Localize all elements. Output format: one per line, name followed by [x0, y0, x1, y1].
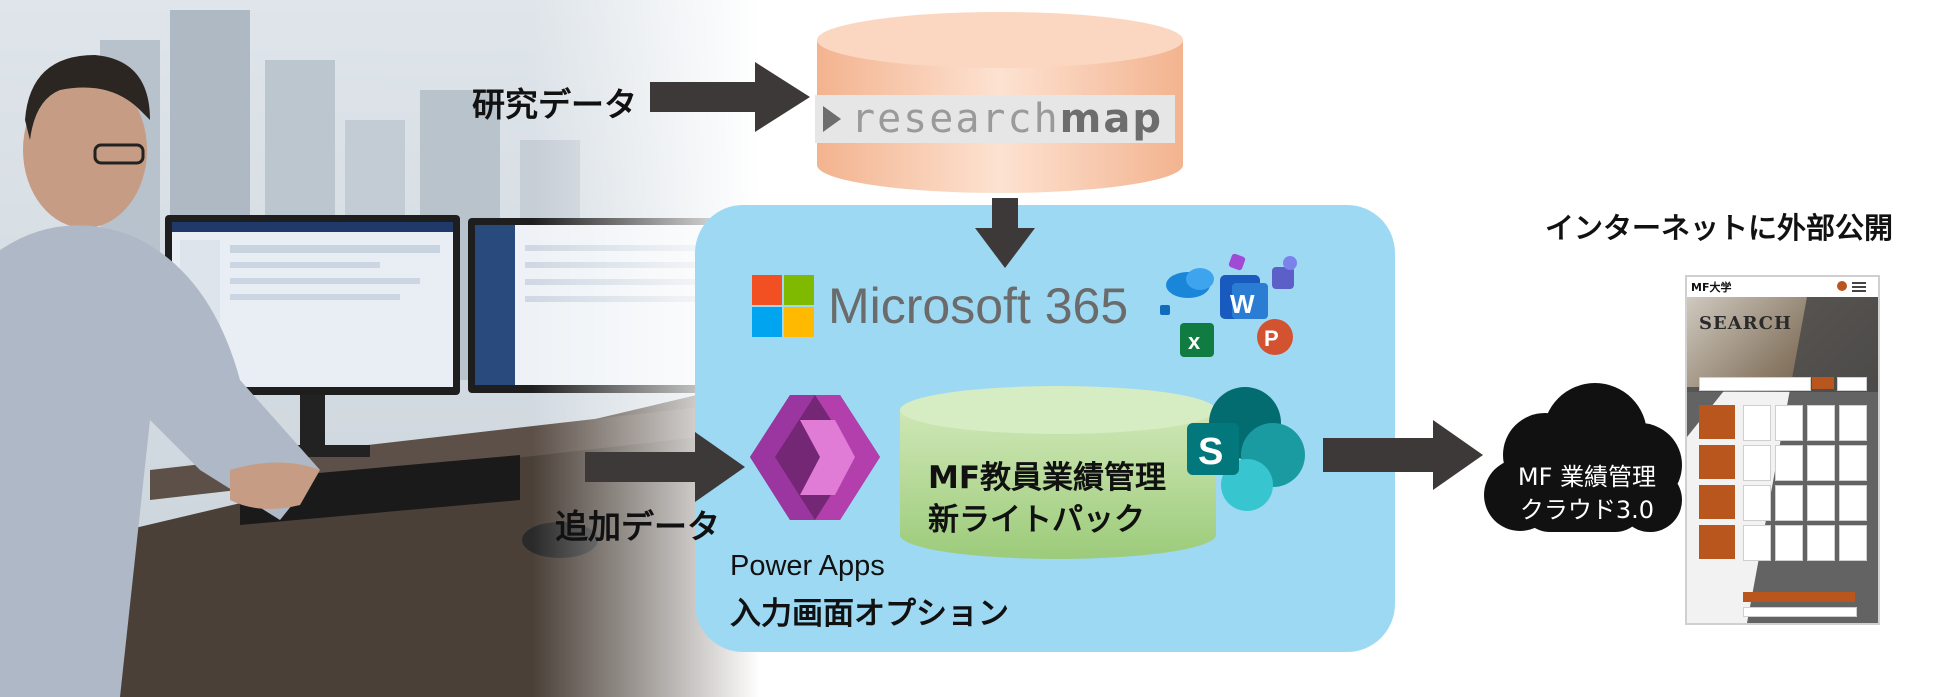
power-apps-option-label: 入力画面オプション — [730, 596, 1009, 632]
grid-cell[interactable] — [1839, 485, 1867, 521]
search-button[interactable] — [1812, 377, 1834, 389]
researchmap-logo-research: research — [851, 96, 1060, 142]
grid-cell[interactable] — [1775, 445, 1803, 481]
grid-cell[interactable] — [1839, 445, 1867, 481]
microsoft-365-title: Microsoft 365 — [828, 278, 1129, 334]
svg-text:x: x — [1188, 329, 1201, 354]
arrow-to-m365-overlay — [975, 198, 1035, 268]
play-icon — [823, 106, 841, 132]
grid-cell[interactable] — [1839, 525, 1867, 561]
filter-select[interactable] — [1837, 377, 1867, 391]
grid-cell[interactable] — [1807, 445, 1835, 481]
researchmap-logo: research map — [815, 95, 1175, 143]
user-icon — [1837, 281, 1847, 291]
footer-bar — [1743, 607, 1857, 617]
website-preview: MF大学 SEARCH — [1685, 275, 1880, 625]
svg-text:P: P — [1264, 326, 1279, 351]
grid-cell[interactable] — [1775, 485, 1803, 521]
cloud-label-line1: MF 業績管理 — [1517, 463, 1657, 491]
grid-cell[interactable] — [1839, 405, 1867, 441]
website-header — [1687, 277, 1878, 297]
submit-button[interactable] — [1743, 592, 1855, 602]
category-button-4[interactable] — [1699, 525, 1735, 559]
grid-cell[interactable] — [1807, 525, 1835, 561]
category-button-2[interactable] — [1699, 445, 1735, 479]
office-worker-photo — [0, 0, 760, 697]
power-apps-icon — [745, 390, 885, 525]
mf-system-name-line2: 新ライトパック — [928, 502, 1145, 538]
grid-cell[interactable] — [1743, 445, 1771, 481]
grid-cell[interactable] — [1775, 405, 1803, 441]
sharepoint-icon: S — [1185, 385, 1310, 515]
grid-cell[interactable] — [1743, 485, 1771, 521]
grid-cell[interactable] — [1807, 405, 1835, 441]
grid-cell[interactable] — [1807, 485, 1835, 521]
microsoft-logo-green — [784, 275, 814, 305]
power-apps-label: Power Apps — [730, 550, 885, 582]
researchmap-logo-map: map — [1059, 96, 1163, 142]
svg-text:S: S — [1198, 431, 1223, 473]
search-input[interactable] — [1699, 377, 1811, 391]
grid-cell[interactable] — [1775, 525, 1803, 561]
category-button-3[interactable] — [1699, 485, 1735, 519]
microsoft-logo-blue — [752, 307, 782, 337]
website-brand: MF大学 — [1691, 281, 1732, 294]
website-search-heading: SEARCH — [1699, 313, 1792, 334]
research-data-label: 研究データ — [472, 85, 637, 124]
mf-database-cylinder — [898, 385, 1218, 560]
office-apps-icon: W x P — [1160, 245, 1310, 365]
cloud-label-line2: クラウド3.0 — [1519, 496, 1655, 524]
cloud-icon — [1480, 380, 1685, 540]
grid-cell[interactable] — [1743, 405, 1771, 441]
arrow-to-cloud — [1323, 420, 1483, 490]
microsoft-logo-icon — [752, 275, 814, 337]
microsoft-logo-yellow — [784, 307, 814, 337]
additional-data-label: 追加データ — [555, 507, 720, 546]
arrow-to-power-apps — [585, 432, 745, 502]
internet-publish-label: インターネットに外部公開 — [1545, 211, 1894, 245]
category-button-1[interactable] — [1699, 405, 1735, 439]
mf-system-name-line1: MF教員業績管理 — [928, 460, 1167, 496]
arrow-to-researchmap — [650, 62, 810, 132]
hamburger-menu-icon[interactable] — [1852, 282, 1866, 292]
microsoft-logo-red — [752, 275, 782, 305]
grid-cell[interactable] — [1743, 525, 1771, 561]
svg-text:W: W — [1230, 289, 1255, 319]
